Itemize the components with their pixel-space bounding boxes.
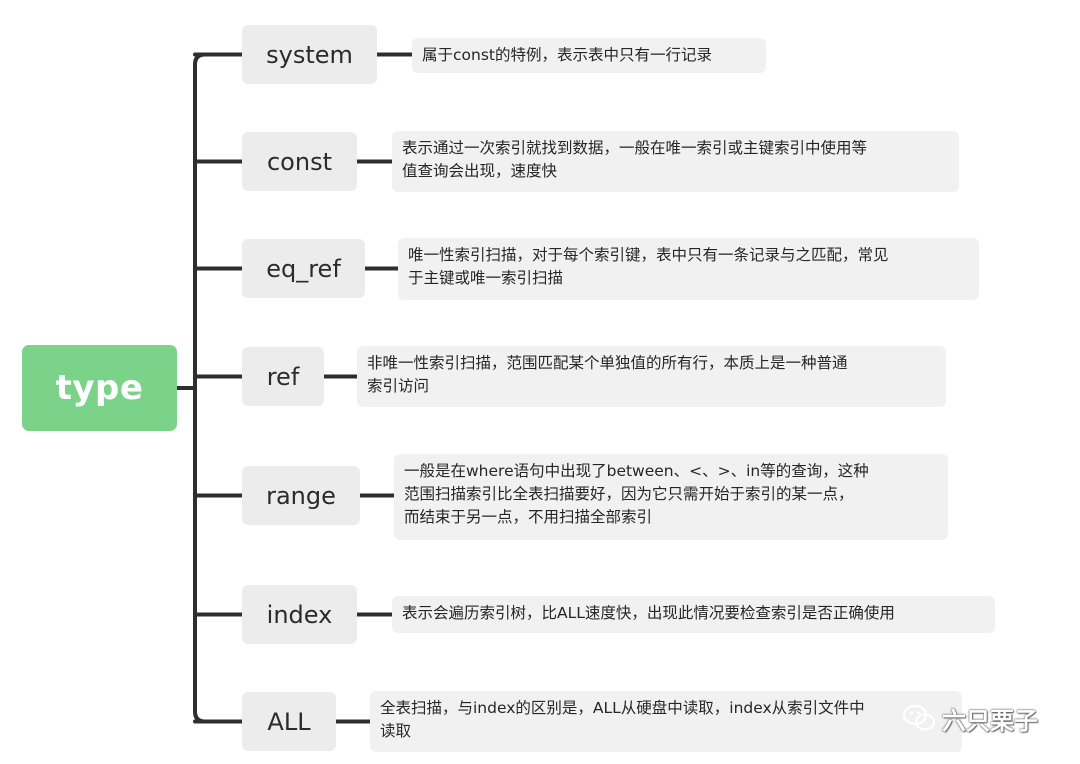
desc-const: 表示通过一次索引就找到数据，一般在唯一索引或主键索引中使用等 值查询会出现，速度… (392, 131, 959, 192)
trunk-line (193, 52, 207, 724)
wechat-logo-icon (902, 704, 936, 731)
desc-range: 一般是在where语句中出现了between、<、>、in等的查询，这种 范围扫… (394, 454, 948, 540)
desc-index: 表示会遍历索引树，比ALL速度快，出现此情况要检查索引是否正确使用 (392, 596, 995, 633)
node-ref: ref (242, 347, 324, 406)
node-eq-ref: eq_ref (242, 239, 365, 298)
node-const: const (242, 132, 357, 191)
desc-system: 属于const的特例，表示表中只有一行记录 (412, 38, 766, 73)
desc-eq-ref: 唯一性索引扫描，对于每个索引键，表中只有一条记录与之匹配，常见 于主键或唯一索引… (398, 238, 979, 300)
desc-ref: 非唯一性索引扫描，范围匹配某个单独值的所有行，本质上是一种普通 索引访问 (357, 346, 946, 407)
node-label: ALL (267, 707, 311, 736)
node-label: system (266, 40, 353, 69)
node-label: eq_ref (266, 254, 341, 283)
node-all: ALL (242, 692, 336, 751)
node-label: index (266, 600, 333, 629)
desc-all: 全表扫描，与index的区别是，ALL从硬盘中读取，index从索引文件中 读取 (370, 691, 962, 752)
root-node-type: type (22, 345, 177, 431)
root-label: type (55, 368, 144, 408)
node-label: range (266, 481, 336, 510)
node-system: system (242, 25, 377, 84)
node-index: index (242, 585, 357, 644)
watermark-text: 六只栗子 (942, 706, 1038, 735)
node-label: ref (266, 362, 300, 391)
watermark: 六只栗子 (902, 698, 1038, 738)
node-range: range (242, 466, 360, 525)
node-label: const (266, 147, 332, 176)
